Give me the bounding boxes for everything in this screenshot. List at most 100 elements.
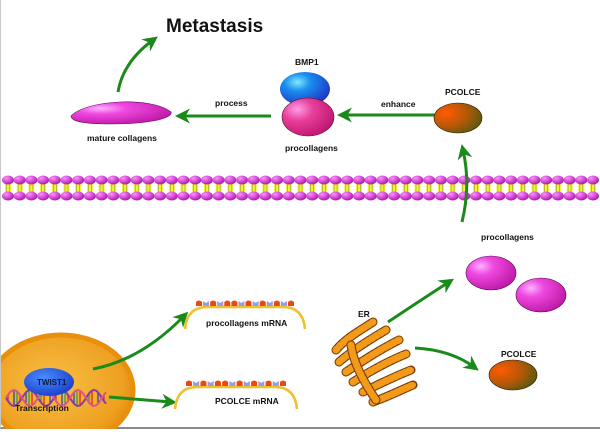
- lipid-tail: [426, 183, 433, 193]
- lipid-head: [446, 191, 459, 201]
- lipid-head: [83, 191, 96, 201]
- diagram-title: Metastasis: [166, 16, 263, 37]
- lipid-tail: [16, 183, 23, 193]
- lipid-tail: [414, 183, 421, 193]
- lipid-head: [376, 175, 389, 185]
- nucleotide: [272, 381, 279, 386]
- lipid-head: [13, 191, 26, 201]
- lipid-head: [458, 191, 471, 201]
- lipid-head: [130, 191, 143, 201]
- lipid-tail: [51, 183, 58, 193]
- lipid-head: [236, 175, 248, 185]
- lipid-tail: [274, 183, 281, 193]
- lipid-head: [364, 191, 377, 201]
- nucleotide: [196, 300, 202, 306]
- lipid-head: [294, 191, 307, 201]
- nucleotide: [236, 380, 243, 386]
- lipid-tail: [402, 183, 409, 193]
- lipid-head: [563, 191, 576, 201]
- lipid-head: [388, 175, 401, 185]
- lipid-tail: [379, 183, 386, 193]
- lipid-tail: [356, 183, 362, 193]
- lipid-head: [493, 191, 506, 201]
- nucleotide: [258, 381, 265, 386]
- lipid-tail: [215, 183, 222, 193]
- nucleotide: [259, 300, 266, 306]
- pcolce-mrna-strand: [173, 380, 299, 410]
- lipid-head: [399, 191, 412, 201]
- twist1-label: TWIST1: [37, 378, 67, 387]
- nucleotide: [217, 301, 224, 306]
- lipid-head: [95, 175, 108, 185]
- lipid-head: [575, 191, 588, 201]
- lipid-tail: [239, 183, 245, 193]
- lipid-head: [434, 191, 447, 201]
- lipid-head: [376, 191, 389, 201]
- lipid-head: [60, 191, 73, 201]
- lipid-head: [224, 191, 237, 201]
- lipid-head: [317, 175, 330, 185]
- lipid-head: [505, 191, 518, 201]
- lipid-head: [72, 175, 85, 185]
- lipid-tail: [133, 183, 140, 193]
- pcolce-secreted-shape: [433, 102, 483, 134]
- lipid-head: [224, 175, 237, 185]
- lipid-head: [2, 175, 14, 185]
- procollagens-secreted-label: procollagens: [481, 232, 534, 242]
- lipid-head: [317, 191, 330, 201]
- nucleotide: [245, 300, 252, 306]
- lipid-tail: [86, 183, 93, 193]
- lipid-head: [481, 175, 494, 185]
- lipid-head: [470, 191, 482, 201]
- lipid-head: [516, 191, 529, 201]
- lipid-tail: [180, 183, 187, 193]
- lipid-head: [493, 175, 506, 185]
- lipid-head: [329, 175, 342, 185]
- lipid-tail: [484, 183, 491, 193]
- nucleotide: [214, 380, 221, 386]
- er-cisterna: [350, 351, 409, 385]
- lipid-tail: [297, 183, 304, 193]
- lipid-head: [130, 175, 143, 185]
- transcription-label: Transcription: [15, 403, 69, 413]
- lipid-tail: [28, 183, 35, 193]
- lipid-tail: [250, 183, 257, 193]
- endoplasmic-reticulum-shape: [331, 317, 418, 407]
- lipid-head: [388, 191, 401, 201]
- lipid-tail: [344, 183, 351, 193]
- nucleotide: [251, 380, 258, 386]
- lipid-head: [423, 175, 436, 185]
- lipid-head: [458, 175, 471, 185]
- nucleotide: [224, 300, 231, 306]
- lipid-head: [271, 175, 284, 185]
- procollagens-complex-label: procollagens: [285, 143, 338, 153]
- lipid-head: [119, 191, 131, 201]
- lipid-head: [107, 191, 120, 201]
- cell-membrane: [1, 175, 600, 201]
- lipid-head: [25, 191, 38, 201]
- lipid-head: [189, 191, 202, 201]
- lipid-tail: [203, 183, 210, 193]
- dna-helix: [5, 388, 107, 408]
- lipid-tail: [320, 183, 327, 193]
- lipid-head: [165, 175, 178, 185]
- lipid-tail: [63, 183, 70, 193]
- lipid-tail: [391, 183, 398, 193]
- lipid-head: [177, 191, 190, 201]
- er-cisterna: [343, 337, 402, 375]
- arrow-er-to-pcolce: [414, 346, 479, 371]
- lipid-tail: [473, 183, 479, 193]
- lipid-head: [551, 191, 564, 201]
- lipid-tail: [75, 183, 82, 193]
- lipid-tail: [168, 183, 175, 193]
- lipid-head: [13, 175, 26, 185]
- lipid-head: [470, 175, 482, 185]
- lipid-head: [411, 175, 424, 185]
- nucleotide: [193, 381, 200, 386]
- lipid-head: [282, 175, 295, 185]
- lipid-head: [37, 191, 50, 201]
- lipid-head: [364, 175, 377, 185]
- nucleotide: [203, 301, 210, 306]
- lipid-head: [353, 191, 365, 201]
- nucleotide: [288, 300, 294, 306]
